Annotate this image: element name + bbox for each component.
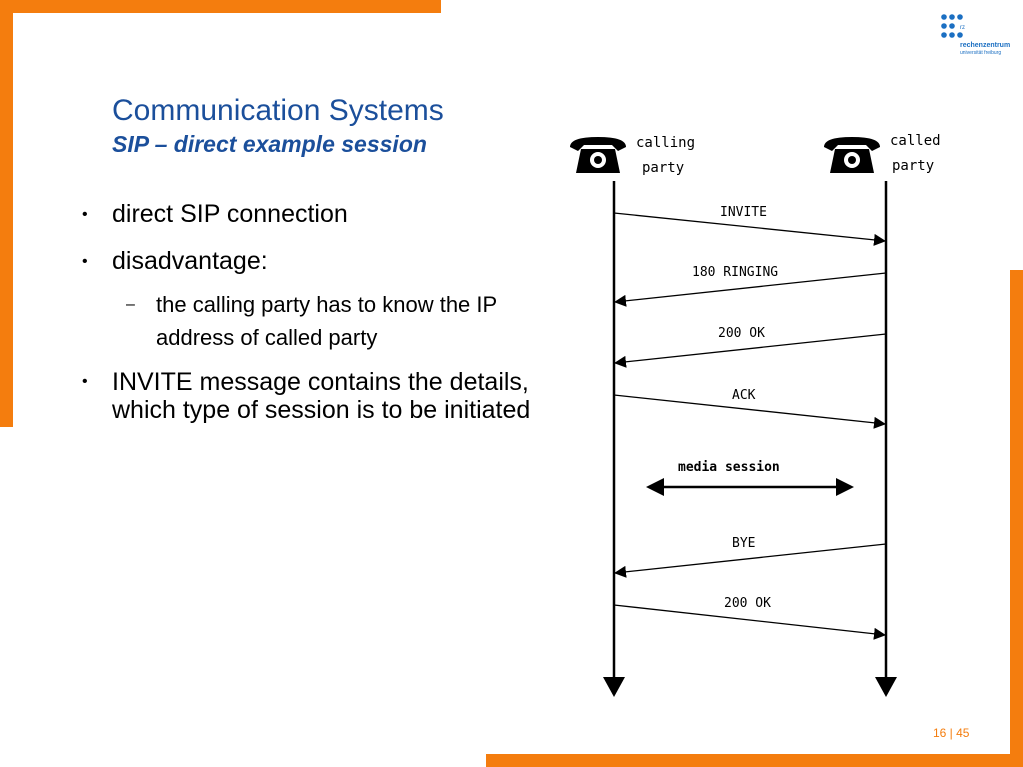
called-party-label-2: party <box>892 158 934 174</box>
bullet-text: disadvantage: <box>112 247 268 275</box>
media-session-right-arrowhead <box>836 478 854 496</box>
calling-lifeline-arrowhead <box>603 677 625 697</box>
bullet-item: • INVITE message contains the details, w… <box>72 368 532 424</box>
ok-label-1: 200 OK <box>718 326 765 341</box>
logo-line-2: universität freiburg <box>960 50 1002 56</box>
sub-bullet-text: the calling party has to know the IP add… <box>156 292 497 350</box>
invite-arrow <box>613 212 886 246</box>
ok-arrow-2 <box>613 604 886 640</box>
invite-label: INVITE <box>720 205 767 220</box>
ok-arrow-1 <box>614 333 887 368</box>
media-session-left-arrowhead <box>646 478 664 496</box>
frame-bottom-bar <box>486 754 1023 767</box>
bye-label: BYE <box>732 536 755 551</box>
ok-label-2: 200 OK <box>724 596 771 611</box>
called-lifeline-arrowhead <box>875 677 897 697</box>
slide-title-block: Communication Systems SIP – direct examp… <box>112 93 444 159</box>
rz-logo-icon: rz <box>941 14 965 38</box>
ack-label: ACK <box>732 388 756 403</box>
bye-arrow <box>614 543 887 578</box>
frame-right-bar <box>1010 270 1023 767</box>
ack-arrow <box>613 394 886 429</box>
ringing-arrow <box>614 272 887 307</box>
page-number: 16 | 45 <box>933 726 970 740</box>
frame-top-bar <box>0 0 441 13</box>
frame-left-bar <box>0 0 13 427</box>
called-phone-icon <box>824 137 880 173</box>
slide-subtitle: SIP – direct example session <box>112 131 427 157</box>
bullet-text: direct SIP connection <box>112 200 348 228</box>
sip-sequence-diagram: calling party called party INVITE 180 RI… <box>570 133 941 697</box>
sub-bullet-item: – the calling party has to know the IP a… <box>72 288 532 354</box>
bullet-item: • disadvantage: <box>72 247 532 276</box>
ringing-label: 180 RINGING <box>692 265 778 280</box>
calling-party-label-1: calling <box>636 135 695 151</box>
calling-phone-icon <box>570 137 626 173</box>
slide-title: Communication Systems <box>112 94 444 127</box>
called-party-label-1: called <box>890 133 941 149</box>
bullet-dot: • <box>82 253 88 270</box>
media-session-label: media session <box>678 460 780 475</box>
bullet-text: INVITE message contains the details, whi… <box>112 368 531 424</box>
bullet-dot: • <box>82 206 88 223</box>
bullet-list: • direct SIP connection • disadvantage: … <box>72 200 532 442</box>
sub-bullet-dash: – <box>126 296 135 313</box>
logo-line-1: rechenzentrum <box>960 42 1011 49</box>
bullet-dot: • <box>82 373 88 390</box>
calling-party-label-2: party <box>642 160 684 176</box>
bullet-item: • direct SIP connection <box>72 200 532 229</box>
logo-tag: rz <box>960 25 965 31</box>
